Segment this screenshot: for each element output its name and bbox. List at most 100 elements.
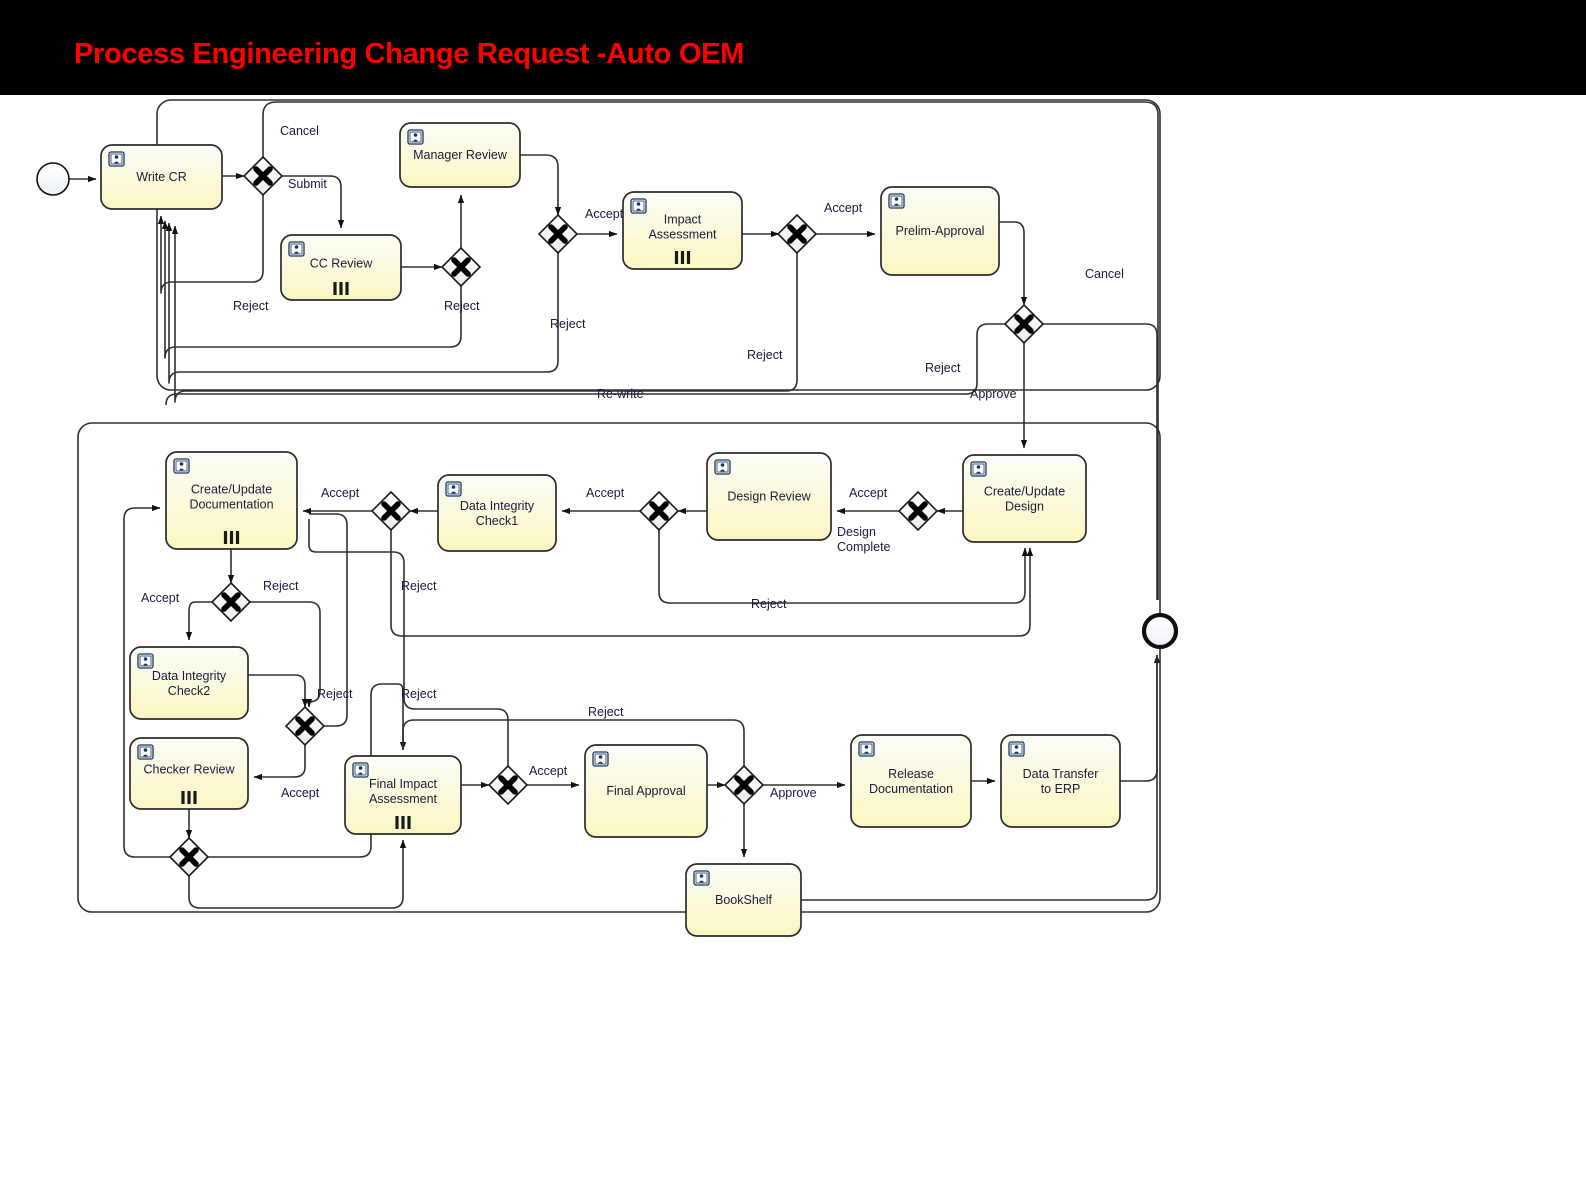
flow-reject-gwwrite[interactable] <box>157 195 264 294</box>
flow-accept-to-dic2[interactable] <box>185 601 212 641</box>
task-label: Design Review <box>727 490 811 504</box>
gateway-after-dic2[interactable] <box>284 705 326 747</box>
parallel-multiinstance-marker <box>674 251 691 264</box>
gateway-after-cc-review[interactable] <box>440 246 482 288</box>
flow-reject-impact[interactable] <box>171 225 798 403</box>
flow-dic2-to-gw[interactable] <box>248 674 309 708</box>
parallel-multiinstance-marker <box>333 282 349 295</box>
flow-accept-to-checker[interactable] <box>253 745 306 781</box>
flow-checker-to-finalimpact[interactable] <box>188 839 407 909</box>
gateway-after-prelim[interactable] <box>1003 303 1045 345</box>
flow-reject-prelim[interactable] <box>165 323 1005 406</box>
gateway-after-final-impact[interactable] <box>487 764 529 806</box>
flow-label: Reject <box>747 348 783 362</box>
task-cc_review[interactable]: CC Review <box>280 234 402 301</box>
flow-cancel-prelim[interactable] <box>1043 323 1158 600</box>
user-task-icon <box>445 481 462 497</box>
flow-reject-cudoc[interactable] <box>250 601 321 708</box>
end-event[interactable] <box>1141 612 1179 650</box>
exclusive-x-icon <box>787 224 807 244</box>
flow-label: Approve <box>970 387 1017 401</box>
flow-reject-designreview[interactable] <box>658 530 1029 604</box>
exclusive-x-icon <box>253 166 273 186</box>
flow-prelim-to-gw[interactable] <box>999 221 1028 306</box>
flow-bookshelf-to-end[interactable] <box>801 655 1158 901</box>
flow-accept-to-finalimpact[interactable] <box>208 683 407 858</box>
flow-label: Approve <box>770 786 817 800</box>
parallel-multiinstance-marker <box>395 816 411 829</box>
gateway-after-final-approval[interactable] <box>723 764 765 806</box>
flow-label: Reject <box>588 705 624 719</box>
flow-reject-ccreview[interactable] <box>161 220 462 359</box>
title-bar: Process Engineering Change Request -Auto… <box>0 0 1586 95</box>
gateway-after-impact[interactable] <box>776 213 818 255</box>
user-task-icon <box>173 458 190 474</box>
flow-reject-finalimpact[interactable] <box>308 519 509 766</box>
flow-reject-finalapproval[interactable] <box>402 719 745 766</box>
flow-erp-to-end[interactable] <box>1120 654 1161 782</box>
task-prelim[interactable]: Prelim-Approval <box>880 186 1000 276</box>
exclusive-x-icon <box>649 501 669 521</box>
gateway-after-checker[interactable] <box>168 836 210 878</box>
task-write_cr[interactable]: Write CR <box>100 144 223 210</box>
user-task-icon <box>693 870 710 886</box>
flow-label: Submit <box>288 177 327 191</box>
gateway-after-cu-design[interactable] <box>897 490 939 532</box>
exclusive-x-icon <box>179 847 199 867</box>
page-title: Process Engineering Change Request -Auto… <box>74 38 745 70</box>
task-final_appr[interactable]: Final Approval <box>584 744 708 838</box>
user-task-icon <box>888 193 905 209</box>
task-mgr_review[interactable]: Manager Review <box>399 122 521 188</box>
flow-label: Accept <box>849 486 888 500</box>
flow-label: Reject <box>263 579 299 593</box>
exclusive-x-icon <box>221 592 241 612</box>
task-design_review[interactable]: Design Review <box>706 452 832 541</box>
task-label: BookShelf <box>715 893 773 907</box>
task-label: Checker Review <box>143 763 235 777</box>
flow-label: Reject <box>751 597 787 611</box>
task-checker[interactable]: Checker Review <box>129 737 249 810</box>
user-task-icon <box>137 744 154 760</box>
flow-cancel-top[interactable] <box>262 101 1159 600</box>
gateway-after-cu-doc[interactable] <box>210 581 252 623</box>
task-bookshelf[interactable]: BookShelf <box>685 863 802 937</box>
gateway-after-write-cr[interactable] <box>242 155 284 197</box>
gateway-after-dic1[interactable] <box>370 490 412 532</box>
flow-reject-dic1[interactable] <box>390 530 1034 637</box>
user-task-icon <box>407 129 424 145</box>
parallel-multiinstance-marker <box>181 791 197 804</box>
flow-mgrreview-to-gw[interactable] <box>520 154 562 216</box>
flow-label: Reject <box>444 299 480 313</box>
flow-checker-back-to-cudoc[interactable] <box>123 504 170 858</box>
exclusive-x-icon <box>1014 314 1034 334</box>
gateway-after-design-review[interactable] <box>638 490 680 532</box>
flow-reject-dic2[interactable] <box>309 513 348 727</box>
exclusive-x-icon <box>381 501 401 521</box>
flow-label: Cancel <box>1085 267 1124 281</box>
flow-label: Accept <box>281 786 320 800</box>
exclusive-x-icon <box>908 501 928 521</box>
parallel-multiinstance-marker <box>223 531 240 544</box>
flow-label: Accept <box>529 764 568 778</box>
task-label: Prelim-Approval <box>896 224 985 238</box>
bpmn-diagram-svg[interactable]: Write CR CC Review Manager ReviewImpactAss… <box>0 95 1586 1190</box>
gateway-after-mgr-review[interactable] <box>537 213 579 255</box>
flow-reject-mgrreview[interactable] <box>165 222 559 384</box>
start-event[interactable] <box>36 162 70 196</box>
flow-submit-to-ccreview[interactable] <box>282 175 345 229</box>
